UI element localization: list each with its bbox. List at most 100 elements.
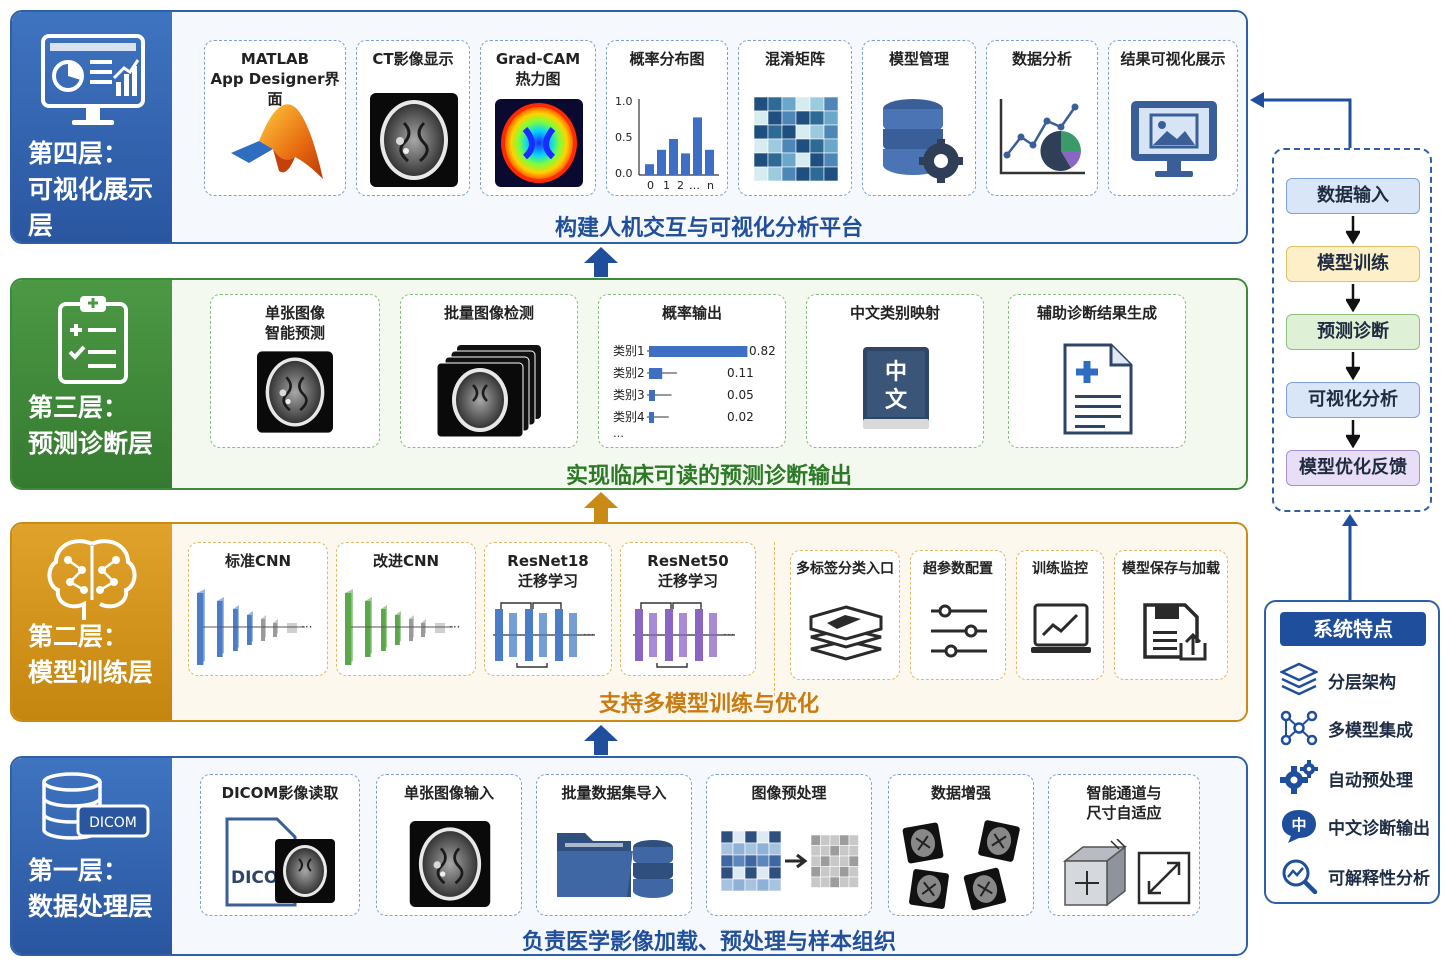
- matrix-cell: [823, 110, 838, 126]
- prob-row-bar: [649, 412, 654, 423]
- cnn-architecture-icon: ···: [197, 589, 312, 665]
- res-skip: [656, 663, 688, 668]
- layer-2-caption: 支持多模型训练与优化: [598, 692, 819, 717]
- grid-cell-original: [768, 866, 782, 880]
- flow-step-visual-analysis: 可视化分析: [1286, 382, 1420, 418]
- cnn-block: [395, 615, 400, 645]
- layer-3-title: 第三层： 预测诊断层: [28, 393, 154, 458]
- prob-dist-bar: [657, 149, 666, 175]
- card-probability-distribution: 概率分布图 1.0 0.5 0.0 0 1 2 … n: [606, 40, 728, 196]
- matrix-cell: [823, 124, 838, 140]
- res-block: [635, 609, 643, 661]
- res-dots: ···: [583, 628, 594, 642]
- matrix-cell: [781, 97, 797, 112]
- folder-database-icon: [557, 833, 673, 898]
- res-block: [695, 609, 703, 661]
- gears-icon: [1280, 760, 1318, 794]
- system-features-panel: 系统特点 分层架构 多模型集成 自动预处理 中 中文诊断输出: [1264, 600, 1440, 904]
- layer-4-side: 第四层： 可视化展示层: [12, 12, 172, 242]
- grid-cell-processed: [829, 834, 840, 846]
- prob-row-label: 类别4: [613, 410, 645, 424]
- matrix-cell: [754, 166, 769, 181]
- matrix-cell: [767, 138, 783, 154]
- grid-cell-original: [744, 842, 758, 856]
- grid-cell-processed: [848, 866, 859, 878]
- cube-resize-icon: [1062, 839, 1191, 907]
- matrix-cell: [767, 166, 783, 181]
- grid-cell-processed: [829, 876, 840, 888]
- ct-brain-scan-icon: [370, 93, 458, 187]
- matrix-cell: [795, 124, 811, 140]
- matrix-cell: [823, 138, 838, 154]
- cnn-block: [261, 619, 265, 641]
- grid-cell-original: [756, 842, 770, 856]
- flow-feedback-connector: [1250, 92, 1352, 148]
- grid-cell-original: [744, 830, 758, 844]
- card-training-monitor: 训练监控: [1016, 550, 1104, 680]
- grid-cell-processed: [820, 876, 831, 888]
- resnet50-architecture-icon: ···: [633, 602, 735, 668]
- prob-row-value: 0.11: [727, 366, 754, 380]
- confusion-matrix-icon: [754, 97, 838, 181]
- card-data-analysis: 数据分析: [986, 40, 1098, 196]
- prob-dist-bar: [693, 117, 702, 175]
- res-block: [525, 609, 533, 661]
- grid-cell-original: [732, 878, 746, 892]
- cnn-block: [381, 609, 386, 651]
- matrix-cell: [754, 97, 769, 112]
- down-arrow-icon: [1346, 352, 1360, 380]
- prob-dist-bar: [705, 149, 714, 175]
- x-tick-label: 1: [663, 179, 670, 191]
- res-block: [495, 609, 503, 661]
- features-title: 系统特点: [1280, 612, 1426, 646]
- grid-cell-processed: [829, 855, 840, 867]
- cnn-block: [273, 623, 277, 637]
- layer-2-training: 第二层： 模型训练层 标准CNN ··· 改进CNN ··· ResNet18 …: [10, 522, 1248, 722]
- prob-row-bar: [649, 346, 748, 357]
- card-multilabel-entry: 多标签分类入口: [790, 550, 900, 680]
- res-block: [509, 613, 517, 657]
- prob-row-bar: [649, 368, 663, 379]
- card-result-visualization: 结果可视化展示: [1108, 40, 1238, 196]
- layers-stack-icon: [809, 605, 883, 661]
- res-dots: ···: [723, 628, 734, 642]
- feature-multi-model: 多模型集成: [1280, 706, 1440, 746]
- grid-cell-original: [732, 842, 746, 856]
- prob-row-label: 类别3: [613, 388, 645, 402]
- matrix-cell: [809, 166, 825, 181]
- card-standard-cnn: 标准CNN ···: [188, 542, 328, 676]
- down-arrow-icon: [1346, 284, 1360, 312]
- matrix-cell: [754, 152, 769, 168]
- res-skip: [516, 663, 548, 668]
- layer-2-title: 第二层： 模型训练层: [28, 622, 154, 687]
- magnifier-chart-icon: [1282, 859, 1318, 894]
- sliders-icon: [931, 604, 987, 658]
- x-tick-label: …: [689, 179, 700, 191]
- grid-cell-original: [744, 854, 758, 868]
- res-block: [649, 613, 657, 657]
- grid-cell-processed: [820, 855, 831, 867]
- cnn-block: [345, 593, 352, 665]
- grid-cell-processed: [839, 834, 850, 846]
- prob-row-value: 0.05: [727, 388, 754, 402]
- grid-cell-original: [721, 842, 734, 856]
- res-skip: [500, 602, 562, 609]
- dicom-file-icon: DICOM: [225, 817, 335, 907]
- card-single-image-input: 单张图像输入: [376, 774, 522, 916]
- chinese-bubble-icon: 中: [1282, 810, 1316, 843]
- matrix-cell: [795, 110, 811, 126]
- dashboard-monitor-icon: [41, 34, 145, 125]
- flow-step-prediction: 预测诊断: [1286, 314, 1420, 350]
- dicom-database-icon: DICOM: [42, 772, 150, 840]
- res-block: [555, 609, 563, 661]
- grid-cell-original: [768, 878, 782, 892]
- up-arrow-icon: [584, 247, 618, 277]
- layers-icon: [1280, 662, 1318, 696]
- res-block: [665, 609, 673, 661]
- chinese-book-icon: 中 文: [863, 347, 929, 429]
- grid-cell-processed: [839, 876, 850, 888]
- grid-cell-processed: [829, 845, 840, 857]
- res-skip: [640, 602, 702, 609]
- cnn-block: [233, 609, 238, 651]
